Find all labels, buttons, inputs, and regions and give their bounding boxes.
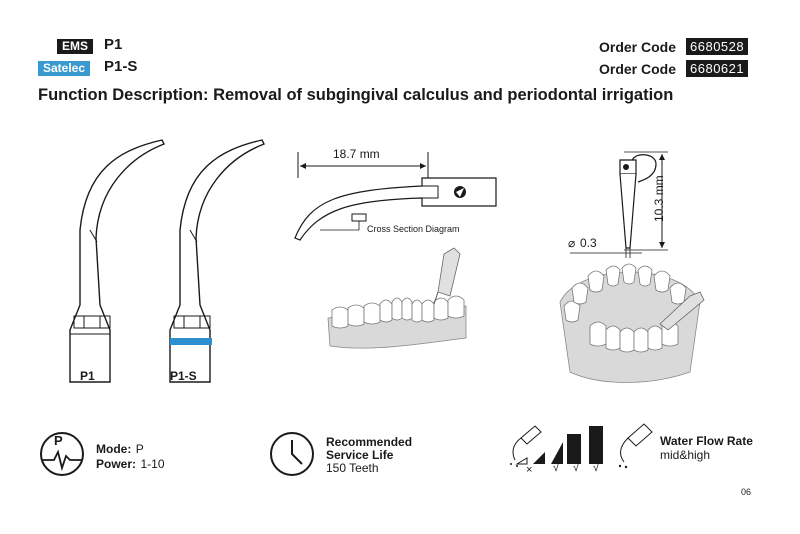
diameter-symbol: ⌀ bbox=[568, 236, 576, 250]
cross-section-label: Cross Section Diagram bbox=[367, 224, 460, 234]
model-p1s: P1-S bbox=[104, 58, 138, 75]
ems-badge: EMS bbox=[57, 39, 94, 54]
tip-p1s-illustration bbox=[169, 139, 265, 383]
life-title-1: Recommended bbox=[326, 435, 413, 449]
life-value: 150 Teeth bbox=[326, 461, 379, 475]
order-code-value-1: 6680528 bbox=[686, 38, 749, 55]
height-label: 10.3 mm bbox=[652, 175, 666, 222]
satelec-badge: Satelec bbox=[38, 61, 91, 76]
tip-p1s-label: P1-S bbox=[170, 369, 197, 383]
mode-icon bbox=[40, 432, 84, 476]
mode-value: P bbox=[135, 442, 144, 456]
water-value: mid&high bbox=[660, 448, 711, 462]
power-value: 1-10 bbox=[140, 457, 165, 471]
dental-illustration-lower bbox=[327, 247, 467, 349]
height-diagram bbox=[570, 151, 668, 258]
diameter-label: 0.3 bbox=[580, 236, 597, 250]
page-title: Function Description: Removal of subging… bbox=[38, 86, 674, 104]
flow-mark-4: √ bbox=[593, 462, 600, 474]
blue-ring bbox=[170, 338, 212, 345]
flow-mark-3: √ bbox=[573, 462, 580, 474]
mode-icon-letter: P bbox=[54, 433, 63, 448]
clock-icon bbox=[270, 432, 314, 476]
order-code-label-1: Order Code bbox=[599, 39, 677, 55]
power-label: Power: bbox=[96, 457, 137, 471]
page-number: 06 bbox=[741, 487, 752, 497]
mode-label: Mode: bbox=[96, 442, 132, 456]
length-label: 18.7 mm bbox=[333, 147, 380, 161]
order-code-value-2: 6680621 bbox=[686, 60, 749, 77]
water-flow-scale-icon bbox=[510, 425, 603, 467]
water-flow-icon bbox=[618, 423, 653, 469]
tip-p1-label: P1 bbox=[80, 369, 95, 383]
life-title-2: Service Life bbox=[326, 448, 394, 462]
order-code-label-2: Order Code bbox=[599, 61, 677, 77]
length-diagram bbox=[294, 152, 497, 241]
model-p1: P1 bbox=[104, 36, 123, 53]
water-title: Water Flow Rate bbox=[660, 434, 753, 448]
dental-illustration-upper bbox=[559, 263, 705, 383]
flow-mark-2: √ bbox=[553, 462, 560, 474]
tip-p1-illustration bbox=[69, 139, 165, 383]
flow-mark-1: × bbox=[526, 464, 533, 476]
